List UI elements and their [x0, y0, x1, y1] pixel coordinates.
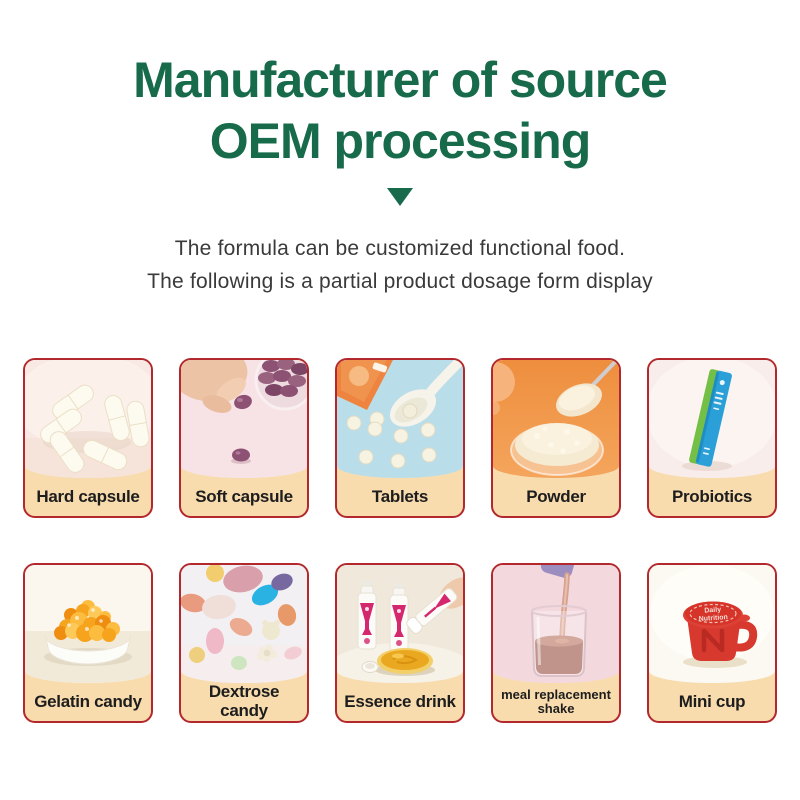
product-card-gelatin-candy: Gelatin candy [23, 563, 153, 723]
down-arrow-icon [387, 188, 413, 206]
title-line-1: Manufacturer of source [133, 52, 668, 108]
product-card-essence-drink: Essence drink [335, 563, 465, 723]
tablets-photo [337, 360, 463, 478]
dextrose-candy-photo [181, 565, 307, 683]
subtitle: The formula can be customized functional… [0, 232, 800, 298]
soft-capsule-photo [181, 360, 307, 478]
title-line-2: OEM processing [209, 113, 592, 169]
product-card-hard-capsule: Hard capsule [23, 358, 153, 518]
meal-replacement-shake-photo [493, 565, 619, 683]
product-card-dextrose-candy: Dextrose candy [179, 563, 309, 723]
product-card-powder: Powder [491, 358, 621, 518]
product-label: Powder [526, 486, 586, 506]
product-label: Soft capsule [195, 486, 293, 506]
gelatin-candy-photo [25, 565, 151, 683]
product-card-meal-replacement-shake: meal replacement shake [491, 563, 621, 723]
product-label: Hard capsule [36, 486, 140, 506]
header: Manufacturer of source OEM processing Th… [0, 0, 800, 298]
product-grid: Hard capsule [0, 358, 800, 723]
product-card-soft-capsule: Soft capsule [179, 358, 309, 518]
product-label: Gelatin candy [34, 691, 142, 711]
product-label: Tablets [371, 486, 429, 506]
subtitle-line-1: The formula can be customized functional… [174, 237, 626, 260]
mini-cup-photo: Daily Nutrition [649, 565, 775, 683]
product-card-tablets: Tablets [335, 358, 465, 518]
product-label: Essence drink [344, 691, 456, 711]
hard-capsule-photo [25, 360, 151, 478]
product-card-probiotics: Probiotics [647, 358, 777, 518]
powder-photo [493, 360, 619, 478]
product-card-mini-cup: Daily Nutrition Mini cup [647, 563, 777, 723]
subtitle-line-2: The following is a partial product dosag… [147, 270, 653, 293]
cup-lid-text-line2: Nutrition [699, 614, 729, 623]
probiotics-photo [649, 360, 775, 478]
cup-lid-text-line1: Daily [704, 606, 721, 614]
essence-drink-photo [337, 565, 463, 683]
page-title: Manufacturer of source OEM processing [0, 50, 800, 172]
product-label: Dextrose candy [208, 682, 280, 720]
product-label: Probiotics [671, 486, 753, 506]
product-label: Mini cup [678, 691, 746, 711]
product-label: meal replacement shake [501, 686, 611, 716]
